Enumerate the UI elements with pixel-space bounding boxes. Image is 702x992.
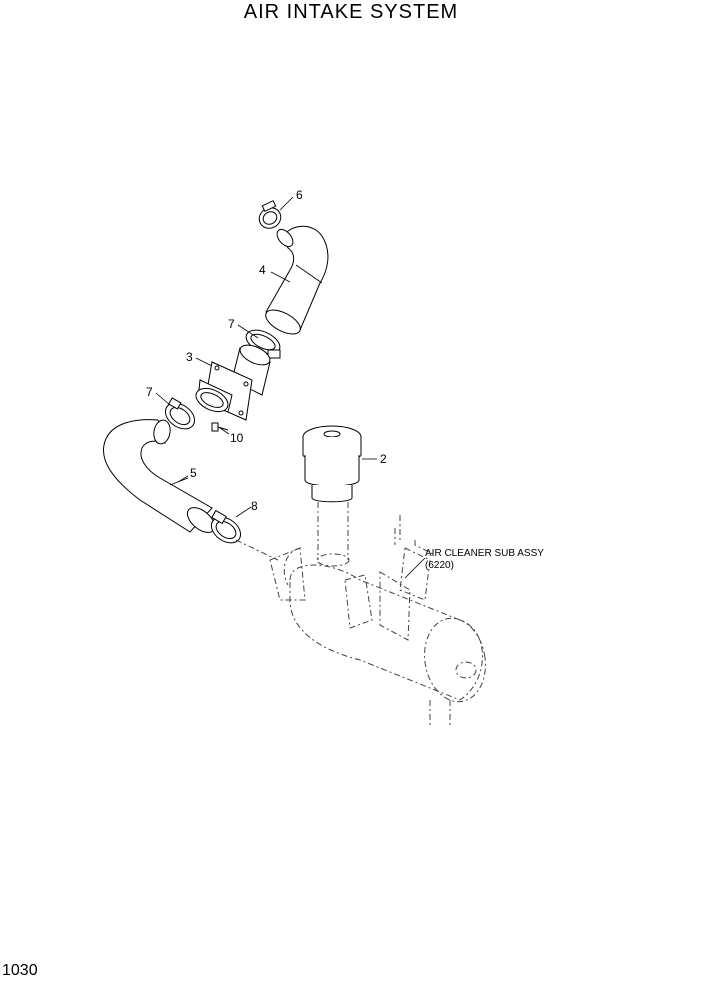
leader-lines (155, 196, 426, 579)
callout-7-lower: 7 (146, 385, 153, 399)
part-4-intake-hose (265, 225, 329, 335)
callout-5: 5 (190, 466, 197, 480)
part-10-bolt (211, 422, 229, 432)
page-number: 1030 (2, 962, 38, 979)
part-7-hose-clamp-lower (164, 397, 196, 430)
callout-7-upper: 7 (228, 317, 235, 331)
callout-8: 8 (251, 499, 258, 513)
callout-3: 3 (186, 350, 193, 364)
callouts: 6 4 7 3 7 10 2 5 8 (146, 188, 387, 513)
callout-4: 4 (259, 263, 266, 277)
assembly-note-line1: AIR CLEANER SUB ASSY (425, 548, 544, 559)
part-5-intake-hose (103, 419, 216, 533)
assembly-note: AIR CLEANER SUB ASSY (6220) (425, 548, 544, 571)
air-cleaner-sub-assy-phantom (269, 502, 486, 725)
part-6-hose-clamp (258, 200, 282, 229)
part-2-air-cleaner-cap (302, 425, 362, 503)
part-3-elbow-pipe (195, 344, 271, 421)
callout-10: 10 (230, 431, 244, 445)
callout-6: 6 (296, 188, 303, 202)
part-8-hose-clamp (210, 509, 279, 561)
callout-2: 2 (380, 452, 387, 466)
assembly-note-line2: (6220) (425, 560, 454, 571)
page-title: AIR INTAKE SYSTEM (243, 1, 459, 23)
